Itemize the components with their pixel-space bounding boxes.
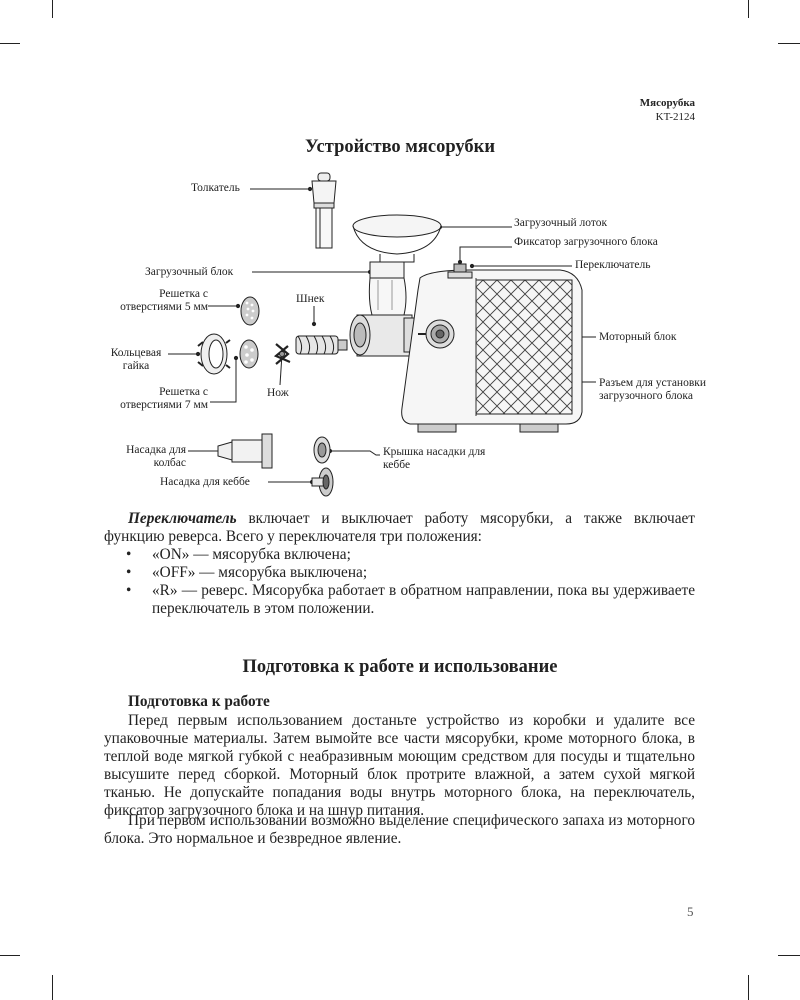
label-auger: Шнек: [296, 293, 325, 305]
switch-term: Переключатель: [128, 510, 237, 527]
crop-mark: [748, 975, 749, 1000]
bullet-marker: •: [126, 546, 132, 563]
label-switch: Переключатель: [575, 259, 651, 271]
crop-mark: [778, 955, 800, 956]
section-title-device: Устройство мясорубки: [304, 137, 496, 157]
mode-reverse: «R» — реверс. Мясорубка работает в обрат…: [152, 582, 695, 617]
first-use-paragraph: При первом использовании возможно выделе…: [104, 812, 695, 847]
list-item: • «R» — реверс. Мясорубка работает в обра…: [104, 582, 695, 618]
section-title-preparation: Подготовка к работе и использование: [242, 657, 558, 677]
label-feed-lock: Фиксатор загрузочного блока: [514, 236, 658, 248]
crop-mark: [778, 43, 800, 44]
mode-off: «OFF» — мясорубка выключена;: [152, 564, 368, 581]
label-ring-nut: Кольцевая гайка: [110, 347, 162, 372]
crop-mark: [52, 975, 53, 1000]
switch-modes-list: • «ON» — мясорубка включена; • «OFF» — мяс…: [104, 546, 695, 618]
label-kebbe-cap: Крышка насадки для кеббе: [383, 446, 486, 471]
preparation-paragraph: Перед первым использованием достаньте ус…: [104, 712, 695, 819]
label-kebbe-attachment: Насадка для кеббе: [160, 476, 250, 488]
label-motor-block: Моторный блок: [599, 331, 677, 343]
mode-on: «ON» — мясорубка включена;: [152, 546, 351, 563]
running-header: Мясорубка KT-2124: [640, 96, 695, 124]
bullet-marker: •: [126, 582, 132, 599]
header-product: Мясорубка: [639, 97, 695, 109]
label-knife: Нож: [267, 387, 289, 399]
switch-paragraph: Переключатель включает и выключает работ…: [104, 510, 695, 546]
page-number: 5: [687, 904, 694, 919]
label-loading-tray: Загрузочный лоток: [514, 217, 608, 229]
label-socket: Разъем для установки загрузочного блока: [599, 377, 707, 402]
subsection-title: Подготовка к работе: [128, 693, 270, 710]
label-grid-7mm: Решетка с отверстиями 7 мм: [120, 386, 208, 411]
bullet-marker: •: [126, 564, 132, 581]
crop-mark: [0, 43, 20, 44]
label-grid-5mm: Решетка с отверстиями 5 мм: [120, 288, 208, 313]
crop-mark: [52, 0, 53, 18]
label-feed-block: Загрузочный блок: [145, 266, 234, 278]
switch-text: включает и выключает работу мясорубки, а…: [104, 510, 695, 545]
list-item: • «ON» — мясорубка включена;: [104, 546, 695, 564]
label-sausage-attachment: Насадка для колбас: [126, 444, 186, 469]
label-pusher: Толкатель: [191, 182, 240, 194]
list-item: • «OFF» — мясорубка выключена;: [104, 564, 695, 582]
crop-mark: [748, 0, 749, 18]
crop-mark: [0, 955, 20, 956]
header-model: KT-2124: [655, 111, 695, 123]
